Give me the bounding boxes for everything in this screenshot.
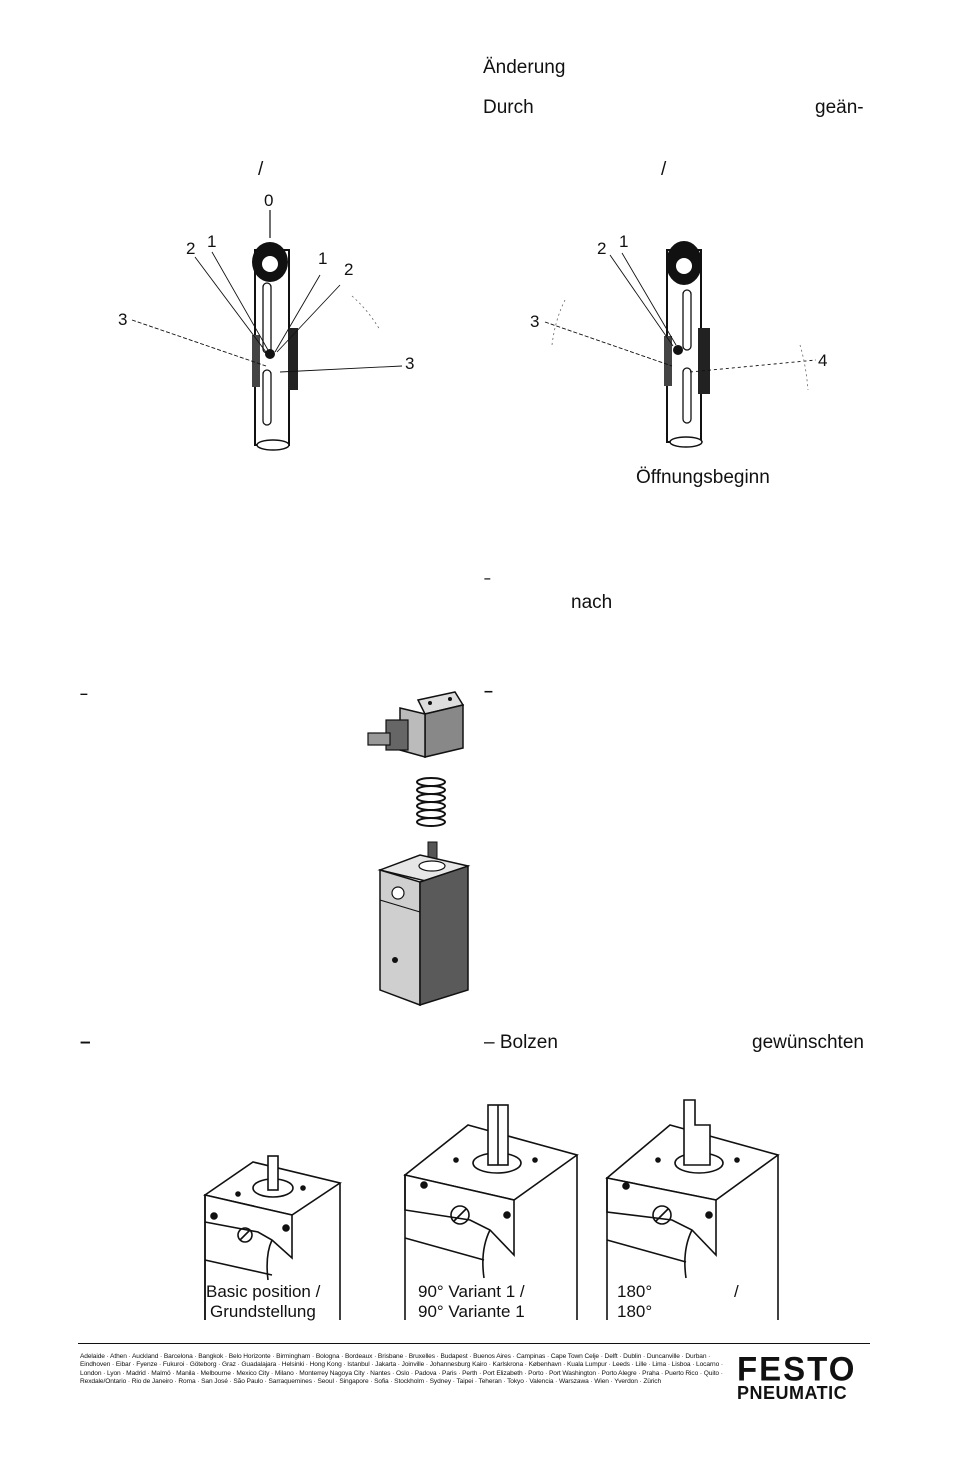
spring-part: [416, 777, 446, 827]
text-bolzen: – Bolzen: [484, 1032, 558, 1053]
text-gean: geän-: [815, 97, 864, 118]
angle-label-4: 4: [818, 351, 828, 370]
head-part: [367, 691, 465, 758]
caption-90-line2: 90° Variante 1: [418, 1302, 525, 1321]
slash-right: /: [661, 159, 667, 180]
lever-figure-right: [544, 241, 817, 448]
variant-90-figure: [403, 1104, 579, 1320]
caption-180-line2: 180°: [617, 1302, 653, 1321]
angle-label-0: 0: [264, 191, 274, 210]
angle-label-2-left: 2: [186, 239, 196, 258]
body-part: [377, 841, 471, 1007]
angle-label-2-right: 2: [344, 260, 354, 279]
variant-180-figure: [605, 1099, 780, 1320]
text-oeffnungsbeginn: Öffnungsbeginn: [636, 467, 770, 488]
brand-logo-pneumatic: PNEUMATIC: [737, 1383, 848, 1403]
footer-divider: [78, 1343, 870, 1344]
text-nach: nach: [571, 592, 613, 613]
heading-aenderung: Änderung: [483, 57, 566, 78]
caption-basic-line1: Basic position /: [206, 1282, 321, 1301]
angle-label-2: 2: [597, 239, 607, 258]
dash-left: –: [80, 685, 88, 701]
text-gewuenschten: gewünschten: [752, 1032, 864, 1053]
dash-mid: –: [484, 571, 491, 585]
slash-left: /: [258, 159, 264, 180]
caption-90-line1: 90° Variant 1 /: [418, 1282, 525, 1301]
caption-180-slash: /: [734, 1282, 739, 1301]
angle-label-1: 1: [619, 232, 629, 251]
angle-label-3-right: 3: [405, 354, 415, 373]
brand-logo-festo: FESTO: [737, 1349, 857, 1388]
caption-180-line1: 180°: [617, 1282, 653, 1301]
caption-basic-line2: Grundstellung: [210, 1302, 316, 1321]
angle-label-3-left: 3: [118, 310, 128, 329]
dash-bottom-left: –: [80, 1032, 91, 1053]
angle-label-1-right: 1: [318, 249, 328, 268]
angle-label-1-left: 1: [207, 232, 217, 251]
dash-right: –: [484, 683, 493, 700]
text-durch: Durch: [483, 97, 534, 118]
footer-city-list: Adelaide · Athen · Auckland · Barcelona …: [80, 1353, 724, 1385]
variant-basic-figure: [203, 1155, 342, 1320]
angle-label-3: 3: [530, 312, 540, 331]
lever-figure-left: [131, 210, 403, 451]
